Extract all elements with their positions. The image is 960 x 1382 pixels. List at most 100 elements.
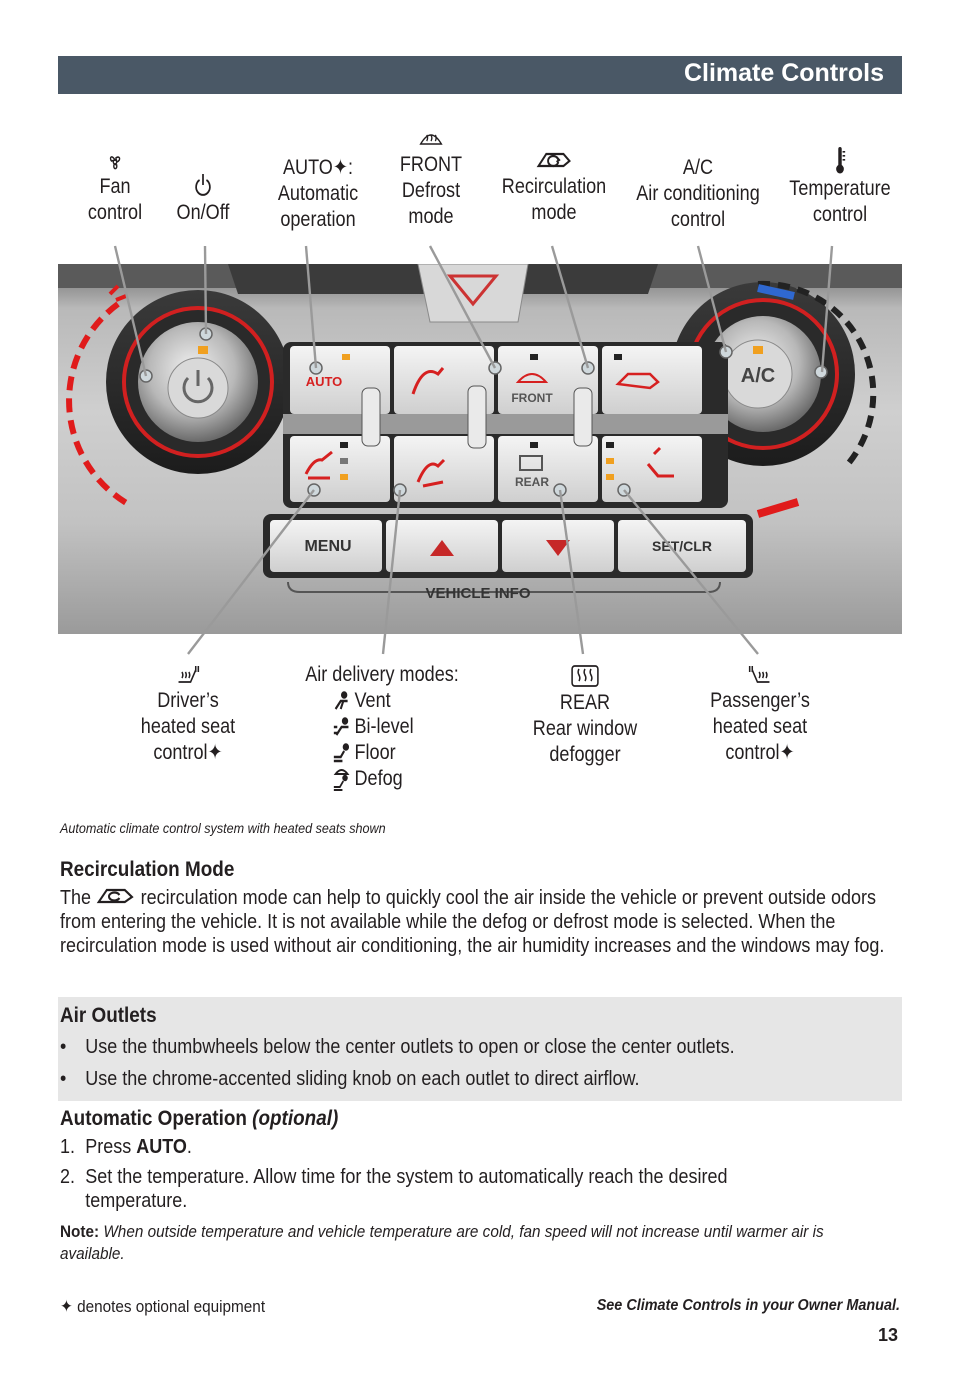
air-outlets-section: Air Outlets • Use the thumbwheels below t… — [60, 1004, 888, 1091]
step1-number: 1. — [60, 1136, 76, 1158]
ac-label-line1: A/C — [682, 156, 714, 179]
auto-step-1: 1. Press AUTO. — [60, 1135, 888, 1159]
passenger-seat-label: Passenger’s heated seat control✦ — [700, 664, 820, 766]
air-outlets-box — [58, 997, 902, 1101]
bilevel-mode-icon — [333, 717, 349, 737]
ac-label: A/C Air conditioning control — [629, 155, 767, 233]
front-label-line2: Defrost — [401, 179, 461, 202]
air-outlets-bullet-1: • Use the thumbwheels below the center ou… — [60, 1035, 888, 1059]
temp-label-line2: control — [812, 203, 868, 226]
fan-control-label: Fan control — [76, 152, 153, 226]
recirc-text-before: The — [60, 887, 92, 909]
front-button-text[interactable]: FRONT — [511, 391, 553, 405]
fan-label-line2: control — [87, 201, 143, 224]
auto-label-line2: Automatic — [277, 182, 359, 205]
step1-text: Press AUTO. — [85, 1135, 192, 1159]
front-label-line1: FRONT — [399, 153, 463, 176]
passenger-seat-line1: Passenger’s — [710, 689, 810, 712]
recirculation-icon — [536, 152, 571, 168]
air-mode-defog: Defog — [332, 766, 466, 792]
air-mode-vent: Vent — [332, 688, 466, 714]
rear-line1: REAR — [559, 691, 611, 714]
air-mode-bilevel: Bi-level — [332, 714, 466, 740]
temp-label-line1: Temperature — [789, 177, 891, 200]
rear-defog-icon — [571, 665, 599, 687]
auto-heading-optional: (optional) — [252, 1107, 339, 1130]
bilevel-text: Bi-level — [354, 715, 414, 738]
recirc-text-after: recirculation mode can help to quickly c… — [60, 887, 885, 957]
power-icon — [195, 174, 211, 196]
rear-defogger-label: REAR Rear window defogger — [529, 664, 641, 768]
driver-heated-seat-icon — [178, 666, 200, 683]
note-text: When outside temperature and vehicle tem… — [60, 1222, 824, 1263]
fan-label-line1: Fan — [99, 175, 131, 198]
page-number: 13 — [877, 1325, 898, 1345]
front-label-line3: mode — [408, 205, 454, 228]
front-defrost-label: FRONT Defrost mode — [387, 128, 475, 230]
auto-label-line3: operation — [280, 208, 356, 231]
ac-label-line3: control — [670, 208, 726, 231]
driver-seat-line2: heated seat — [140, 715, 236, 738]
driver-seat-label: Driver’s heated seat control✦ — [136, 664, 239, 766]
air-delivery-modes-label: Air delivery modes: Vent Bi-level Floor … — [298, 662, 467, 792]
auto-step-2: 2. Set the temperature. Allow time for th… — [60, 1165, 888, 1213]
climate-panel-illustration: A/C AUTO FRONT REAR — [58, 264, 902, 602]
auto-label-line1: AUTO✦: — [282, 156, 353, 179]
step2-text-a: Set the temperature. Allow time for the … — [85, 1166, 728, 1188]
rear-line3: defogger — [549, 743, 621, 766]
optional-equipment-note: ✦ denotes optional equipment — [60, 1297, 266, 1316]
step1-text-auto: AUTO — [136, 1136, 187, 1158]
thermometer-icon — [836, 147, 846, 174]
bullet-2: • — [60, 1068, 67, 1090]
recirculation-icon — [96, 888, 134, 904]
menu-button-text[interactable]: MENU — [304, 538, 351, 555]
ac-button-text[interactable]: A/C — [741, 365, 775, 387]
ac-label-line2: Air conditioning — [636, 182, 760, 205]
recirc-label-line2: mode — [531, 201, 577, 224]
fan-icon — [109, 156, 121, 170]
passenger-seat-line3: control✦ — [725, 741, 795, 764]
vehicle-info-text: VEHICLE INFO — [425, 585, 530, 602]
step1-text-a: Press — [85, 1136, 132, 1158]
defog-text: Defog — [354, 767, 403, 790]
temperature-label: Temperature control — [787, 146, 894, 228]
climate-panel-photo: A/C AUTO FRONT REAR — [58, 264, 902, 634]
onoff-label: On/Off — [166, 172, 240, 226]
defog-mode-icon — [333, 769, 350, 792]
auto-button-text[interactable]: AUTO — [306, 374, 343, 389]
floor-text: Floor — [354, 741, 396, 764]
bullet-1: • — [60, 1036, 67, 1058]
automatic-operation-heading: Automatic Operation (optional) — [60, 1107, 888, 1131]
recirculation-label: Recirculation mode — [499, 150, 609, 226]
recirculation-paragraph: The recirculation mode can help to quick… — [60, 886, 888, 958]
step2-text: Set the temperature. Allow time for the … — [85, 1165, 727, 1213]
recirculation-section: Recirculation Mode The recirculation mod… — [60, 858, 888, 958]
driver-seat-line1: Driver’s — [157, 689, 219, 712]
rear-button-text[interactable]: REAR — [515, 475, 549, 489]
air-mode-floor: Floor — [332, 740, 466, 766]
auto-label: AUTO✦: Automatic operation — [270, 155, 366, 233]
air-outlets-bullet-2-text: Use the chrome-accented sliding knob on … — [85, 1068, 640, 1090]
auto-heading-text: Automatic Operation — [60, 1107, 247, 1130]
front-defrost-icon — [419, 134, 443, 145]
passenger-seat-line2: heated seat — [712, 715, 808, 738]
page-header-bar: Climate Controls — [58, 56, 902, 94]
step1-text-c: . — [186, 1136, 192, 1158]
see-owner-manual-note: See Climate Controls in your Owner Manua… — [596, 1297, 900, 1314]
recirc-label-line1: Recirculation — [501, 175, 607, 198]
onoff-label-text: On/Off — [176, 201, 230, 224]
air-outlets-heading: Air Outlets — [60, 1004, 157, 1027]
step2-number: 2. — [60, 1166, 76, 1188]
air-outlets-bullet-2: • Use the chrome-accented sliding knob on… — [60, 1067, 888, 1091]
auto-note: Note: When outside temperature and vehic… — [60, 1221, 888, 1265]
air-modes-title: Air delivery modes: — [305, 663, 459, 686]
page-title: Climate Controls — [683, 59, 884, 87]
passenger-heated-seat-icon — [748, 666, 770, 683]
rear-line2: Rear window — [532, 717, 638, 740]
recirculation-heading: Recirculation Mode — [60, 858, 235, 881]
step2-text-b: temperature. — [85, 1190, 188, 1212]
floor-mode-icon — [333, 743, 350, 763]
air-outlets-bullet-1-text: Use the thumbwheels below the center out… — [85, 1036, 735, 1058]
driver-seat-line3: control✦ — [153, 741, 223, 764]
note-label: Note: — [60, 1222, 100, 1241]
